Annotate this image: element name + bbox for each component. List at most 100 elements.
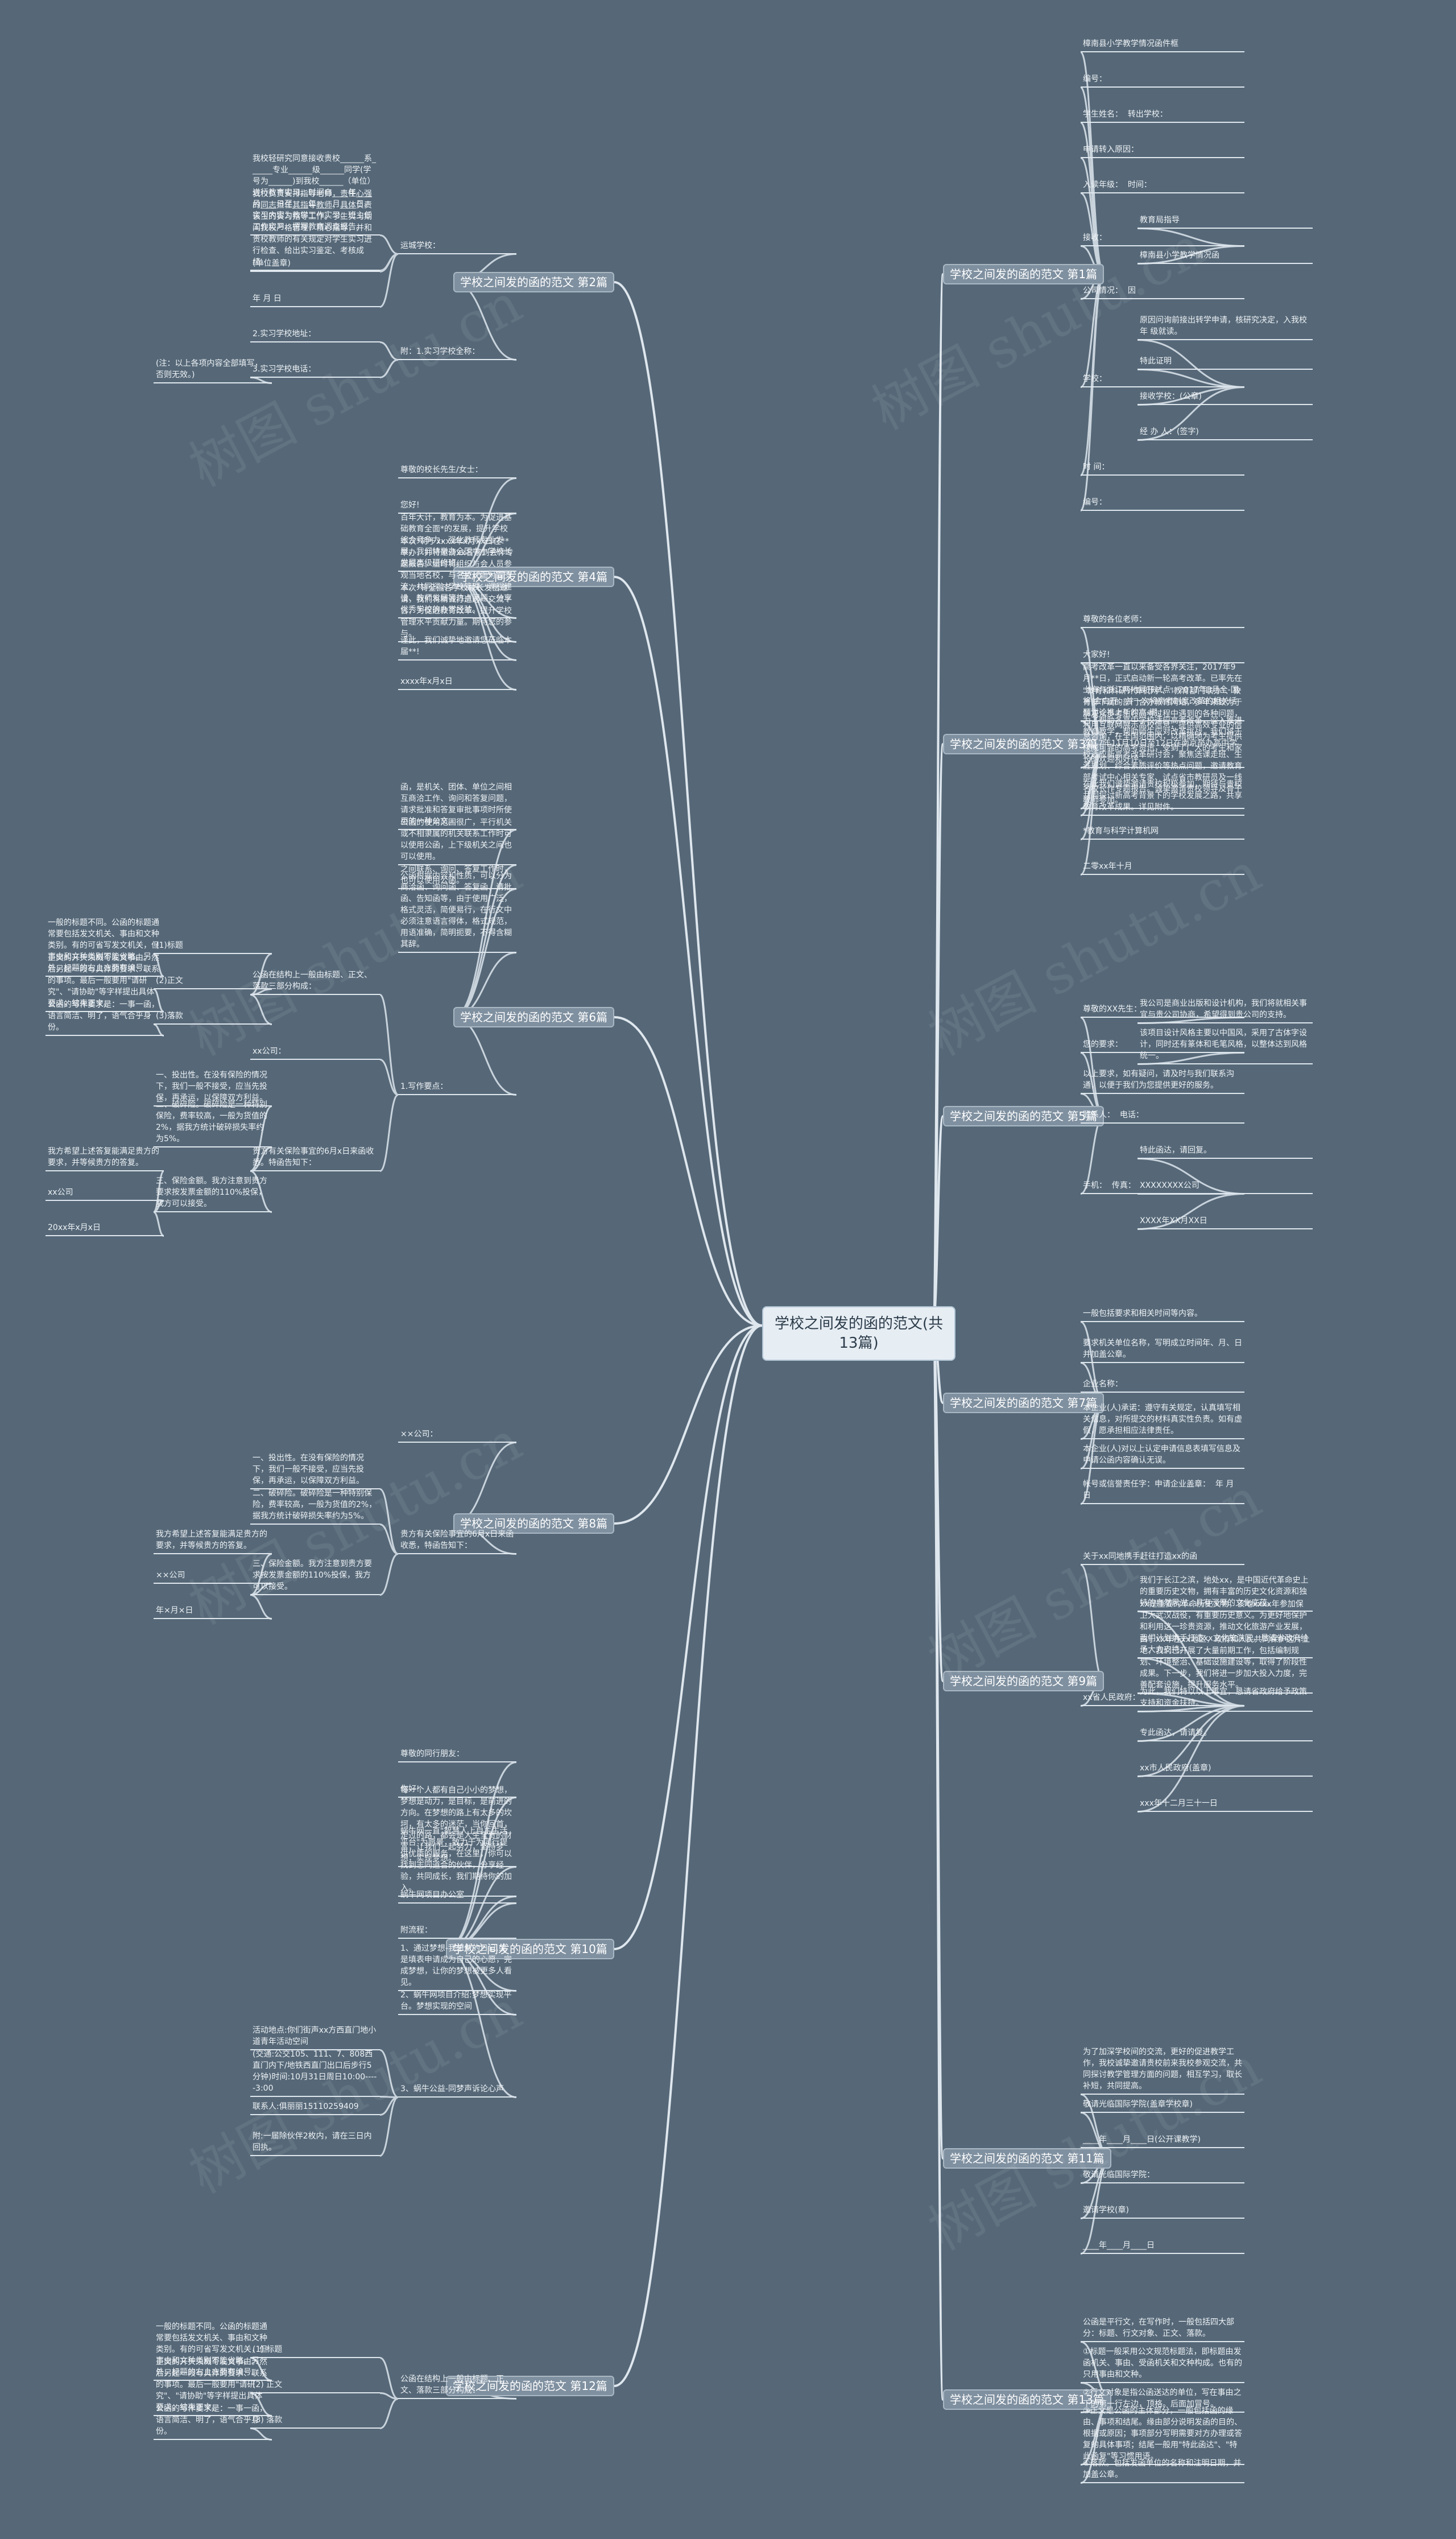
node-b6-5-1-2[interactable]: (2)正文 bbox=[154, 975, 272, 989]
node-b5-5-3[interactable]: XXXX年XX月XX日 bbox=[1138, 1215, 1313, 1229]
node-b6-5-1-3[interactable]: (3)落款 bbox=[154, 1010, 272, 1025]
node-b6-5-3-3[interactable]: 三、保险金额。我方注意到贵方要求按发票金额的110%投保，我方可以接受。 bbox=[154, 1175, 272, 1212]
node-b10-4[interactable]: 蜗牛网一直"智慧人上自主生活平台"为愿景，致力于为同行提供优质的服务，在这里，你… bbox=[398, 1826, 516, 1897]
node-b12-1-1[interactable]: (1) 标题 bbox=[250, 2344, 380, 2358]
node-b12-1-1-1[interactable]: 一般的标题不同。公函的标题通常要包括发文机关、事由和文种类别。有的可省写发文机关… bbox=[154, 2321, 272, 2381]
node-b1-7[interactable]: 公司情况： 因 bbox=[1081, 285, 1244, 299]
node-b1-10[interactable]: 编号： bbox=[1081, 497, 1244, 511]
root-topic[interactable]: 学校之间发的函的范文(共13篇) bbox=[762, 1306, 956, 1361]
node-b9-2[interactable]: xx省人民政府： bbox=[1081, 1692, 1244, 1706]
node-b9-2-1[interactable]: 我们于长江之滨，地处xx，是中国近代革命史上的重要历史文物，拥有丰富的历史文化资… bbox=[1138, 1575, 1313, 1612]
node-b6-5-1-2-1[interactable]: 正文的开头须概写发文事由。然后另起一段写具体的要求、联系的事项。最后一般要用"请… bbox=[46, 952, 164, 1012]
node-b4-2[interactable]: 您好! bbox=[398, 499, 516, 514]
node-b11-3[interactable]: ____年____月____日(公开课教学) bbox=[1081, 2134, 1244, 2148]
node-b6-5-3[interactable]: 贵方有关保险事宜的6月x日来函收悉。特函告知下： bbox=[250, 1146, 380, 1171]
node-b7-5[interactable]: 本企业(人)对以上认定申请信息表填写信息及申请公函内容确认无误。 bbox=[1081, 1443, 1244, 1469]
node-b2-1-4[interactable]: 年 月 日 bbox=[250, 293, 380, 307]
node-b8-2-3-1[interactable]: 我方希望上述答复能满足贵方的要求，并等候贵方的答复。 bbox=[154, 1529, 272, 1554]
node-b2-1-3[interactable]: (单位盖章) bbox=[250, 258, 380, 272]
branch-topic-b3[interactable]: 学校之间发的函的范文 第3篇 bbox=[943, 734, 1105, 754]
node-b8-1[interactable]: ××公司： bbox=[398, 1429, 516, 1443]
node-b8-2-3-3[interactable]: 年×月×日 bbox=[154, 1605, 272, 1619]
node-b10-7[interactable]: 1、通过梦想-我想做的日记,或是填表申请成为自己的心愿，完成梦想，让你的梦想被更… bbox=[398, 1943, 516, 1991]
node-b9-1[interactable]: 关于xx同地携手赶往打造xx的函 bbox=[1081, 1551, 1244, 1565]
node-b1-1[interactable]: 樟南县小学教学情况函件框 bbox=[1081, 38, 1244, 52]
node-b13-3[interactable]: ②行文对象是指公函送达的单位，写在事由之下的第一行左边，顶格。后面加冒号。 bbox=[1081, 2387, 1244, 2413]
node-b3-7[interactable]: *教育与科学计算机网 bbox=[1081, 825, 1244, 840]
node-b1-9[interactable]: 时 间： bbox=[1081, 461, 1244, 476]
node-b1-8-4[interactable]: 经 办 人：(签字) bbox=[1138, 426, 1313, 440]
node-b5-4[interactable]: 联系人： 电话： bbox=[1081, 1109, 1244, 1124]
node-b10-9-1[interactable]: 活动地点:你们街声xx方西直门地小道青年活动空间 bbox=[250, 2025, 380, 2050]
node-b2-2[interactable]: 附：1.实习学校全称： bbox=[398, 346, 516, 360]
node-b2-2-2[interactable]: 3.实习学校电话： bbox=[250, 364, 380, 378]
node-b11-1[interactable]: 为了加深学校间的交流，更好的促进教学工作，我校诚挚邀请贵校前来我校参观交流，共同… bbox=[1081, 2046, 1244, 2095]
node-b6-5-2[interactable]: xx公司： bbox=[250, 1046, 380, 1060]
node-b4-3[interactable]: 百年大计，教育为本。为促进基础教育全面*的发展，提升学校综合竞争力，强化教师专业… bbox=[398, 512, 516, 572]
branch-topic-b10[interactable]: 学校之间发的函的范文 第10篇 bbox=[446, 1939, 614, 1959]
node-b6-1[interactable]: 函，是机关、团体、单位之间相互商洽工作、询问和答复问题，请求批准和答复审批事项时… bbox=[398, 782, 516, 830]
node-b10-1[interactable]: 尊敬的同行朋友： bbox=[398, 1748, 516, 1762]
branch-topic-b7[interactable]: 学校之间发的函的范文 第7篇 bbox=[943, 1393, 1105, 1413]
node-b6-5-3-3-1[interactable]: 我方希望上述答复能满足贵方的要求，并等候贵方的答复。 bbox=[46, 1146, 164, 1171]
node-b10-9-2[interactable]: (交通:公交105、111、7、808西直门内下/地铁西直门出口后步行5分钟)时… bbox=[250, 2049, 380, 2097]
node-b8-2-2[interactable]: 二、破碎险。破碎险是一种特别保险，费率较高，一般为货值的2%，据我方统计破碎损失… bbox=[250, 1488, 380, 1525]
node-b12-1-3[interactable]: (3) 落款 bbox=[250, 2414, 380, 2429]
branch-topic-b8[interactable]: 学校之间发的函的范文 第8篇 bbox=[453, 1513, 615, 1534]
node-b11-2[interactable]: 敬请光临国际学院(盖章学校章) bbox=[1081, 2099, 1244, 2113]
node-b12-1-3-1[interactable]: 公函的写作要求是：一事一函，语言简洁、明了，语气合乎身份。 bbox=[154, 2403, 272, 2440]
node-b1-6-2[interactable]: 樟南县小学教学情况函 bbox=[1138, 250, 1313, 264]
node-b4-6[interactable]: 谨此，我们诚挚地邀请您莅临本届**! bbox=[398, 635, 516, 660]
node-b2-2-1[interactable]: 2.实习学校地址： bbox=[250, 328, 380, 342]
node-b6-5-1-1-1[interactable]: 一般的标题不同。公函的标题通常要包括发文机关、事由和文种类别。有的可省写发文机关… bbox=[46, 917, 164, 977]
node-b13-5[interactable]: ④落款。包括发函单位的名称和注明日期，并加盖公章。 bbox=[1081, 2458, 1244, 2483]
node-b3-1[interactable]: 尊敬的各位老师： bbox=[1081, 614, 1244, 628]
node-b3-8[interactable]: 二零xx年十月 bbox=[1081, 861, 1244, 875]
node-b12-1[interactable]: 公函在结构上一般由标题、正文、落款三部分构成： bbox=[398, 2373, 516, 2399]
node-b2-2-2-1[interactable]: (注：以上各项内容全部填写，否则无效。) bbox=[154, 358, 272, 383]
node-b4-5[interactable]: 本次*将全国各学校校长发出邀请，我们将精诚打造这一交流平台，为促进教育改革、提升… bbox=[398, 583, 516, 642]
node-b10-9-4[interactable]: 附:一届除伙伴2枚内，请在三日内回执。 bbox=[250, 2131, 380, 2156]
node-b12-1-2[interactable]: (2) 正文 bbox=[250, 2379, 380, 2393]
node-b7-2[interactable]: 要求机关单位名称，写明成立时间年、月、日并加盖公章。 bbox=[1081, 1337, 1244, 1363]
node-b2-1-1[interactable]: 我校轻研究同意接收贵校______系______专业______级______同… bbox=[250, 153, 380, 236]
node-b6-5-3-3-3[interactable]: 20xx年x月x日 bbox=[46, 1222, 164, 1236]
node-b10-9[interactable]: 3、蜗牛公益-同梦声诉论心声 bbox=[398, 2083, 516, 2098]
branch-topic-b6[interactable]: 学校之间发的函的范文 第6篇 bbox=[453, 1007, 615, 1027]
node-b1-8-3[interactable]: 接收学校：(公章) bbox=[1138, 391, 1313, 405]
node-b5-2-1[interactable]: 该项目设计风格主要以中国风，采用了古体字设计，同时还有篆体和毛笔风格，以整体达到… bbox=[1138, 1027, 1313, 1064]
branch-topic-b5[interactable]: 学校之间发的函的范文 第5篇 bbox=[943, 1106, 1105, 1126]
node-b8-2[interactable]: 贵方有关保险事宜的6月x日来函收悉，特函告知下： bbox=[398, 1529, 516, 1554]
node-b11-4[interactable]: 敬请光临国际学院： bbox=[1081, 2169, 1244, 2183]
node-b10-6[interactable]: 附流程： bbox=[398, 1925, 516, 1939]
node-b9-2-6[interactable]: xx市人民政府(盖章) bbox=[1138, 1762, 1313, 1777]
node-b3-5[interactable]: 为了帮助各高中学校适应高考改革，深入推进教育教学，帮助师生应对改革挑战，我们将于… bbox=[1081, 715, 1244, 809]
node-b6-4[interactable]: 公函根据内容和性质，可以分为商洽函、询问函、答复函、请批函、告知函等，由于使用广… bbox=[398, 870, 516, 953]
node-b4-1[interactable]: 尊敬的校长先生/女士： bbox=[398, 464, 516, 478]
node-b7-3[interactable]: 企业名称： bbox=[1081, 1378, 1244, 1393]
branch-topic-b12[interactable]: 学校之间发的函的范文 第12篇 bbox=[446, 2376, 614, 2396]
node-b5-5-1[interactable]: 特此函达，请回复。 bbox=[1138, 1145, 1313, 1159]
node-b7-1[interactable]: 一般包括要求和相关时间等内容。 bbox=[1081, 1308, 1244, 1322]
node-b4-4[interactable]: 本次*将于xxxx年x月xx日在**举办，并将邀请xx名家到会作专题报告。届时将… bbox=[398, 536, 516, 618]
branch-topic-b9[interactable]: 学校之间发的函的范文 第9篇 bbox=[943, 1671, 1105, 1691]
node-b5-2[interactable]: 您的要求： bbox=[1081, 1039, 1244, 1053]
node-b9-2-3[interactable]: 由于xx年在xx地区，政府和人民共同保护这片土地，我们已开展了大量前期工作，包括… bbox=[1138, 1634, 1313, 1694]
node-b7-4[interactable]: 本企业(人)承诺：遵守有关规定，认真填写相关信息，对所提交的材料真实性负责。如有… bbox=[1081, 1402, 1244, 1439]
node-b4-7[interactable]: xxxx年x月x日 bbox=[398, 676, 516, 690]
node-b8-2-3-2[interactable]: ××公司 bbox=[154, 1570, 272, 1584]
branch-topic-b11[interactable]: 学校之间发的函的范文 第11篇 bbox=[943, 2148, 1111, 2169]
node-b9-2-2[interactable]: xx是重要的革命历史文物，该地xxxx年参加保卫大武汉战役，有重要历史意义。为更… bbox=[1138, 1599, 1313, 1658]
node-b3-3[interactable]: 高考改革一直以来备受各界关注，2017年9月**日，正式启动新一轮高考改革。已率… bbox=[1081, 662, 1244, 721]
node-b6-5-3-1[interactable]: 一、投出性。在没有保险的情况下，我们一般不接受，应当先投保，再承运，以保障双方利… bbox=[154, 1070, 272, 1107]
node-b11-5[interactable]: 邀请学校(章) bbox=[1081, 2204, 1244, 2219]
node-b6-2[interactable]: 公函的使用范围很广，平行机关或不相隶属的机关联系工作时可以使用公函，上下级机关之… bbox=[398, 817, 516, 865]
node-b6-5-1[interactable]: 公函在结构上一般由标题、正文、落款三部分构成： bbox=[250, 969, 380, 995]
node-b3-2[interactable]: 大家好! bbox=[1081, 649, 1244, 663]
node-b1-6-1[interactable]: 教育局指导 bbox=[1138, 214, 1313, 229]
branch-topic-b4[interactable]: 学校之间发的函的范文 第4篇 bbox=[453, 567, 615, 587]
node-b6-3[interactable]: 之间联系、询问、答复工作时，也可以使用公函。 bbox=[398, 864, 516, 889]
node-b8-2-1[interactable]: 一、投出性。在没有保险的情况下，我们一般不接受，应当先投保，再承运，以保障双方利… bbox=[250, 1452, 380, 1489]
node-b5-3[interactable]: 以上要求，如有疑问，请及时与我们联系沟通，以便于我们为您提供更好的服务。 bbox=[1081, 1068, 1244, 1094]
branch-topic-b2[interactable]: 学校之间发的函的范文 第2篇 bbox=[453, 272, 615, 292]
